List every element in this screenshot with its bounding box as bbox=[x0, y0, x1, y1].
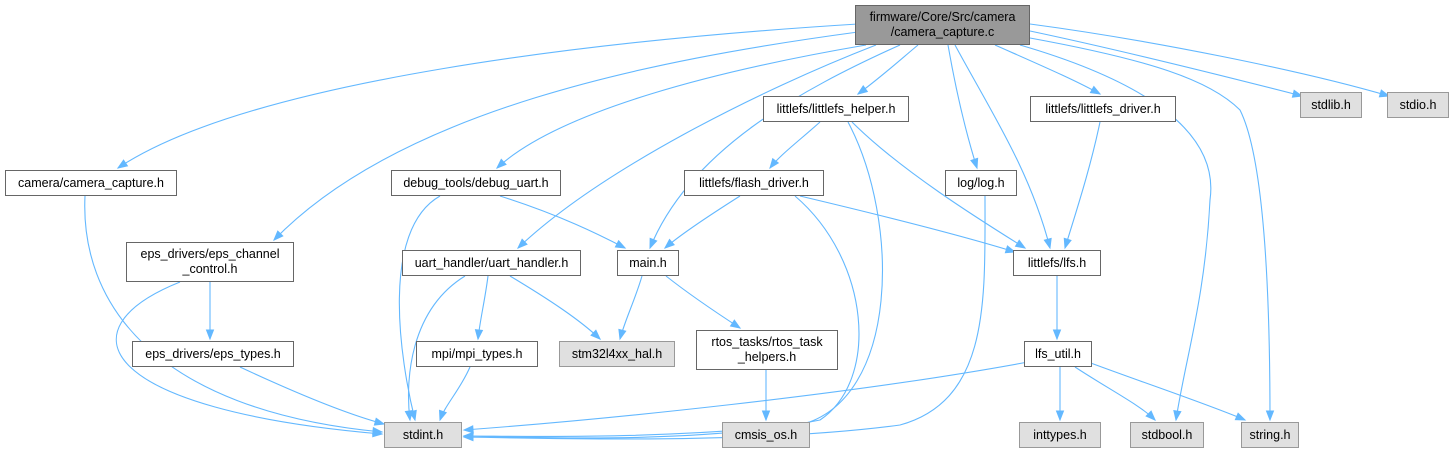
edge-root-to-log bbox=[947, 44, 978, 169]
edge-flash-to-stdint bbox=[463, 195, 860, 439]
arrowhead-lfsu-to-stdbool bbox=[1145, 410, 1156, 421]
arrowhead-lfsu-to-stdint bbox=[462, 425, 474, 434]
edge-cam-to-stdint bbox=[84, 195, 383, 433]
arrowhead-lfsh-to-flash bbox=[769, 157, 780, 170]
arrowhead-rtos-to-cmsis bbox=[761, 410, 771, 422]
arrowhead-main-to-rtos bbox=[729, 319, 742, 329]
arrowhead-eps-to-epst bbox=[205, 329, 215, 341]
arrowhead-eps-to-stdint bbox=[372, 428, 384, 438]
edge-root-to-stdio bbox=[1029, 23, 1390, 97]
arrowhead-flash-to-main bbox=[663, 238, 675, 249]
arrowhead-root-to-cam bbox=[116, 159, 129, 169]
arrowhead-dbg-to-main bbox=[614, 239, 627, 249]
arrowhead-root-to-main bbox=[649, 237, 658, 250]
edge-main-to-hal bbox=[619, 275, 643, 340]
node-lfsu[interactable]: lfs_util.h bbox=[1024, 341, 1092, 367]
edge-eps-to-stdint bbox=[115, 281, 383, 435]
arrowhead-mpi-to-stdint bbox=[438, 409, 448, 422]
arrowhead-root-to-stdlib bbox=[1291, 89, 1304, 98]
edge-dbg-to-stdint bbox=[398, 195, 441, 421]
edge-root-to-string bbox=[1029, 37, 1271, 421]
node-log[interactable]: log/log.h bbox=[945, 170, 1017, 196]
arrowhead-lfsu-to-string bbox=[1234, 412, 1247, 421]
edge-root-to-stdlib bbox=[1029, 30, 1303, 97]
node-lfs[interactable]: littlefs/lfs.h bbox=[1013, 250, 1101, 276]
node-stdio: stdio.h bbox=[1387, 92, 1449, 118]
edge-lfsu-to-string bbox=[1087, 361, 1246, 421]
edge-root-to-lfsh bbox=[857, 44, 919, 95]
arrowhead-root-to-eps bbox=[273, 230, 284, 241]
edge-root-to-cam bbox=[117, 23, 859, 169]
edge-flash-to-main bbox=[664, 195, 741, 249]
edge-lfsu-to-stdint bbox=[463, 361, 1029, 431]
arrowhead-root-to-stdbool bbox=[1173, 409, 1182, 422]
node-inttypes: inttypes.h bbox=[1019, 422, 1101, 448]
arrowhead-flash-to-lfs bbox=[1004, 245, 1017, 254]
edge-root-to-lfs bbox=[954, 44, 1051, 249]
node-rtos[interactable]: rtos_tasks/rtos_task _helpers.h bbox=[696, 330, 838, 370]
arrowhead-root-to-string bbox=[1265, 410, 1275, 422]
edge-root-to-lfsd bbox=[994, 44, 1101, 95]
node-uart[interactable]: uart_handler/uart_handler.h bbox=[402, 250, 581, 276]
arrowhead-root-to-stdio bbox=[1378, 89, 1391, 98]
arrowhead-root-to-lfsd bbox=[1089, 85, 1102, 95]
node-cam[interactable]: camera/camera_capture.h bbox=[5, 170, 177, 196]
edge-epst-to-stdint bbox=[239, 366, 385, 425]
node-root: firmware/Core/Src/camera /camera_capture… bbox=[855, 5, 1030, 45]
arrowhead-uart-to-hal bbox=[590, 329, 602, 340]
node-eps[interactable]: eps_drivers/eps_channel _control.h bbox=[126, 242, 294, 282]
arrowhead-root-to-uart bbox=[517, 238, 528, 249]
edge-uart-to-mpi bbox=[477, 275, 489, 340]
edge-dbg-to-main bbox=[499, 195, 626, 249]
edge-main-to-rtos bbox=[665, 275, 741, 329]
edge-lfsh-to-flash bbox=[769, 121, 821, 169]
arrowhead-uart-to-stdint bbox=[404, 410, 414, 422]
arrowhead-lfsu-to-inttypes bbox=[1055, 410, 1065, 422]
node-cmsis: cmsis_os.h bbox=[722, 422, 810, 448]
arrowhead-lfsd-to-lfs bbox=[1063, 237, 1072, 250]
arrowhead-root-to-log bbox=[970, 157, 979, 170]
node-stdlib: stdlib.h bbox=[1300, 92, 1362, 118]
node-flash[interactable]: littlefs/flash_driver.h bbox=[684, 170, 824, 196]
arrowhead-main-to-hal bbox=[618, 328, 627, 341]
edge-root-to-dbg bbox=[496, 44, 867, 169]
edge-uart-to-hal bbox=[509, 275, 601, 340]
arrowhead-epst-to-stdint bbox=[373, 417, 386, 426]
node-epst[interactable]: eps_drivers/eps_types.h bbox=[132, 341, 294, 367]
arrowhead-lfsh-to-lfs bbox=[1014, 239, 1027, 249]
arrowhead-root-to-lfs bbox=[1043, 237, 1052, 250]
node-stdint: stdint.h bbox=[384, 422, 462, 448]
node-lfsh[interactable]: littlefs/littlefs_helper.h bbox=[763, 96, 909, 122]
arrowhead-root-to-dbg bbox=[495, 158, 507, 169]
node-mpi[interactable]: mpi/mpi_types.h bbox=[416, 341, 538, 367]
node-main[interactable]: main.h bbox=[617, 250, 679, 276]
node-dbg[interactable]: debug_tools/debug_uart.h bbox=[391, 170, 561, 196]
edge-lfsh-to-lfs bbox=[851, 121, 1026, 249]
edge-root-to-stdbool bbox=[1019, 44, 1212, 421]
edge-lfsd-to-lfs bbox=[1064, 121, 1101, 249]
node-hal: stm32l4xx_hal.h bbox=[559, 341, 675, 367]
edge-lfsu-to-stdbool bbox=[1074, 366, 1156, 421]
edge-uart-to-stdint bbox=[408, 275, 466, 421]
arrowhead-lfs-to-lfsu bbox=[1052, 329, 1062, 341]
edge-root-to-main bbox=[649, 44, 901, 249]
arrowhead-root-to-lfsh bbox=[856, 84, 869, 95]
node-lfsd[interactable]: littlefs/littlefs_driver.h bbox=[1030, 96, 1176, 122]
node-string: string.h bbox=[1241, 422, 1299, 448]
edge-root-to-uart bbox=[517, 44, 877, 249]
arrowhead-log-to-stdint bbox=[462, 432, 474, 442]
edge-root-to-eps bbox=[273, 31, 859, 241]
node-stdbool: stdbool.h bbox=[1130, 422, 1204, 448]
arrowhead-uart-to-mpi bbox=[474, 329, 484, 341]
edge-flash-to-lfs bbox=[799, 195, 1016, 253]
edge-log-to-stdint bbox=[463, 195, 986, 440]
